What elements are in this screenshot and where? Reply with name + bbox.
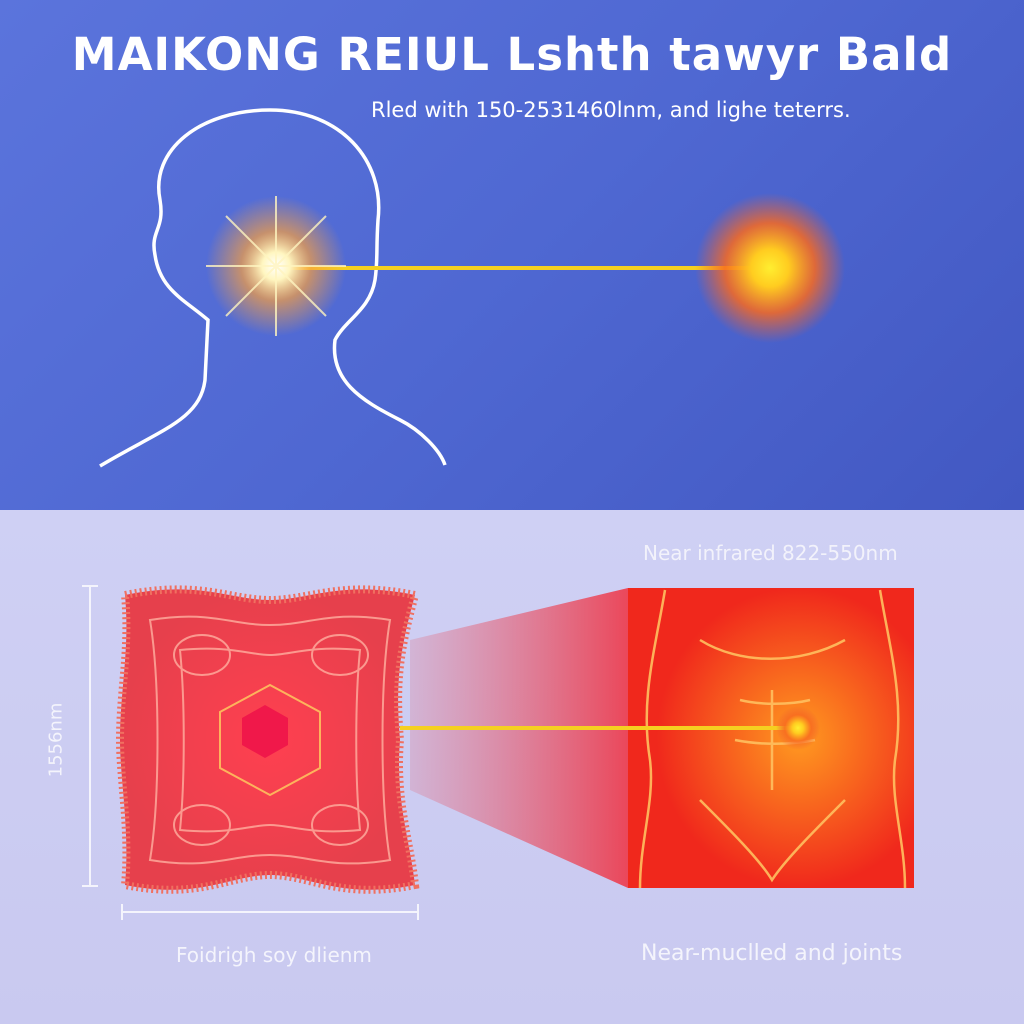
light-cone: [410, 588, 628, 888]
target-light-glow: [695, 193, 845, 343]
starburst-icon: [206, 196, 346, 336]
dimension-label: 1556nm: [45, 702, 67, 778]
torso-outline: [638, 589, 907, 889]
page-title: MAIKONG REIUL Lshth tawyr Bald: [71, 28, 953, 81]
infrared-focus-glow: [776, 706, 820, 750]
right-caption: Near-muclled and joints: [641, 941, 903, 966]
tissue-cross-section: [115, 585, 420, 894]
horizontal-dimension-line: [121, 904, 419, 920]
left-caption: Foidrigh soy dlienm: [176, 943, 372, 967]
tissue-core: [242, 705, 288, 758]
vertical-dimension-line: [82, 585, 98, 887]
subtitle: Rled with 150-2531460lnm, and lighe tete…: [371, 98, 851, 122]
band-label: Near infrared 822-550nm: [643, 541, 898, 565]
head-outline: [99, 108, 447, 468]
